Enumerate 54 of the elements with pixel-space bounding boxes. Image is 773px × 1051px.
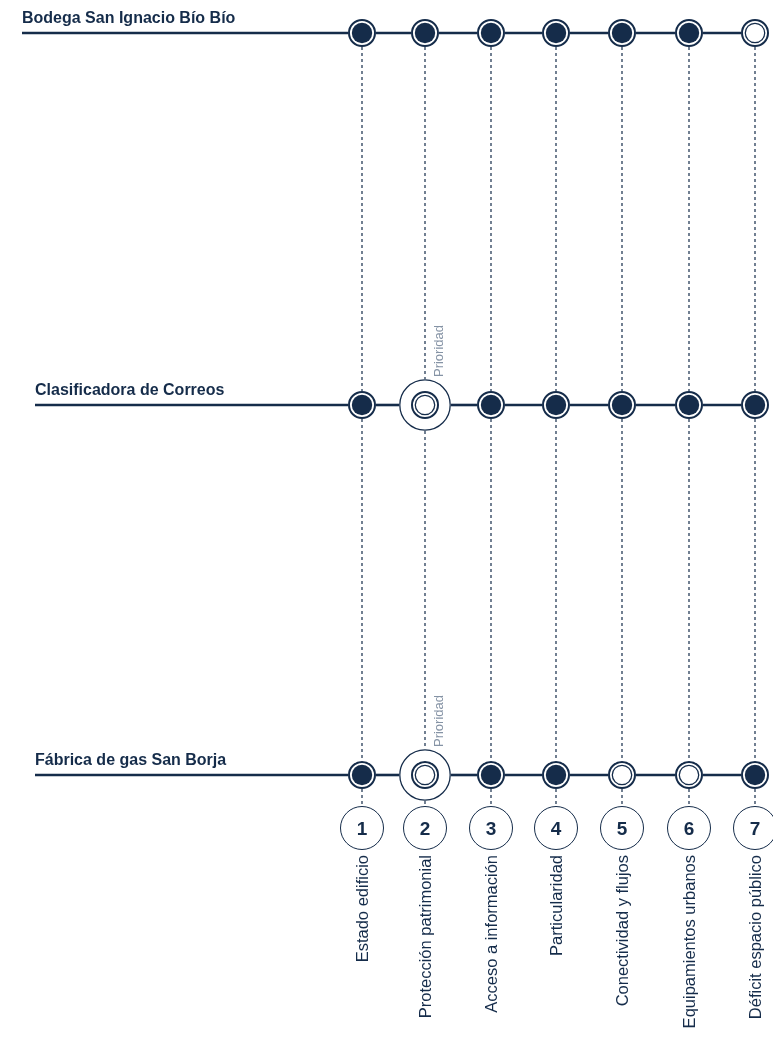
connector-line: [505, 403, 542, 407]
connector-line: [703, 31, 741, 35]
criterion-number: 4: [549, 818, 563, 838]
dashed-connector: [490, 46, 492, 392]
connector-line: [451, 403, 477, 407]
criterion-label: Déficit espacio público: [745, 855, 765, 1020]
dashed-connector: [361, 46, 363, 392]
criterion-number: 1: [355, 818, 369, 838]
dashed-connector: [754, 788, 756, 807]
dashed-connector: [555, 46, 557, 392]
connector-line: [22, 31, 348, 35]
building-name: Clasificadora de Correos: [35, 381, 225, 405]
dashed-connector: [621, 788, 623, 807]
priority-label: Prioridad: [432, 324, 445, 377]
connector-line: [376, 403, 399, 407]
criterion-number: 5: [615, 818, 629, 838]
dashed-connector: [688, 788, 690, 807]
criterion-label: Estado edificio: [352, 855, 372, 963]
connector-line: [376, 773, 399, 777]
connector-line: [636, 773, 675, 777]
criterion-number: 6: [682, 818, 696, 838]
connector-line: [570, 773, 608, 777]
dashed-connector: [424, 800, 426, 807]
connector-line: [636, 31, 675, 35]
criterion-label: Protección patrimonial: [415, 855, 435, 1019]
criterion-label: Conectividad y flujos: [612, 855, 632, 1007]
connector-line: [451, 773, 477, 777]
criterion-number: 2: [418, 818, 432, 838]
dashed-connector: [621, 46, 623, 392]
building-name: Fábrica de gas San Borja: [35, 751, 227, 775]
dashed-connector: [361, 788, 363, 807]
dashed-connector: [424, 46, 426, 380]
criterion-label: Acceso a información: [481, 855, 501, 1013]
connector-line: [570, 31, 608, 35]
connector-line: [35, 773, 348, 777]
criterion-number: 3: [484, 818, 498, 838]
dashed-connector: [688, 46, 690, 392]
connector-line: [35, 403, 348, 407]
priority-label: Prioridad: [432, 694, 445, 747]
connector-line: [703, 403, 741, 407]
connector-line: [505, 31, 542, 35]
criterion-label: Particularidad: [546, 855, 566, 956]
connector-line: [703, 773, 741, 777]
connector-line: [505, 773, 542, 777]
dashed-connector: [754, 46, 756, 392]
building-name: Bodega San Ignacio Bío Bío: [22, 9, 236, 33]
criterion-number: 7: [748, 818, 762, 838]
connector-line: [439, 31, 477, 35]
connector-line: [636, 403, 675, 407]
connector-line: [376, 31, 411, 35]
dashed-connector: [555, 788, 557, 807]
criterion-label: Equipamientos urbanos: [679, 855, 699, 1029]
connector-line: [570, 403, 608, 407]
dashed-connector: [490, 788, 492, 807]
